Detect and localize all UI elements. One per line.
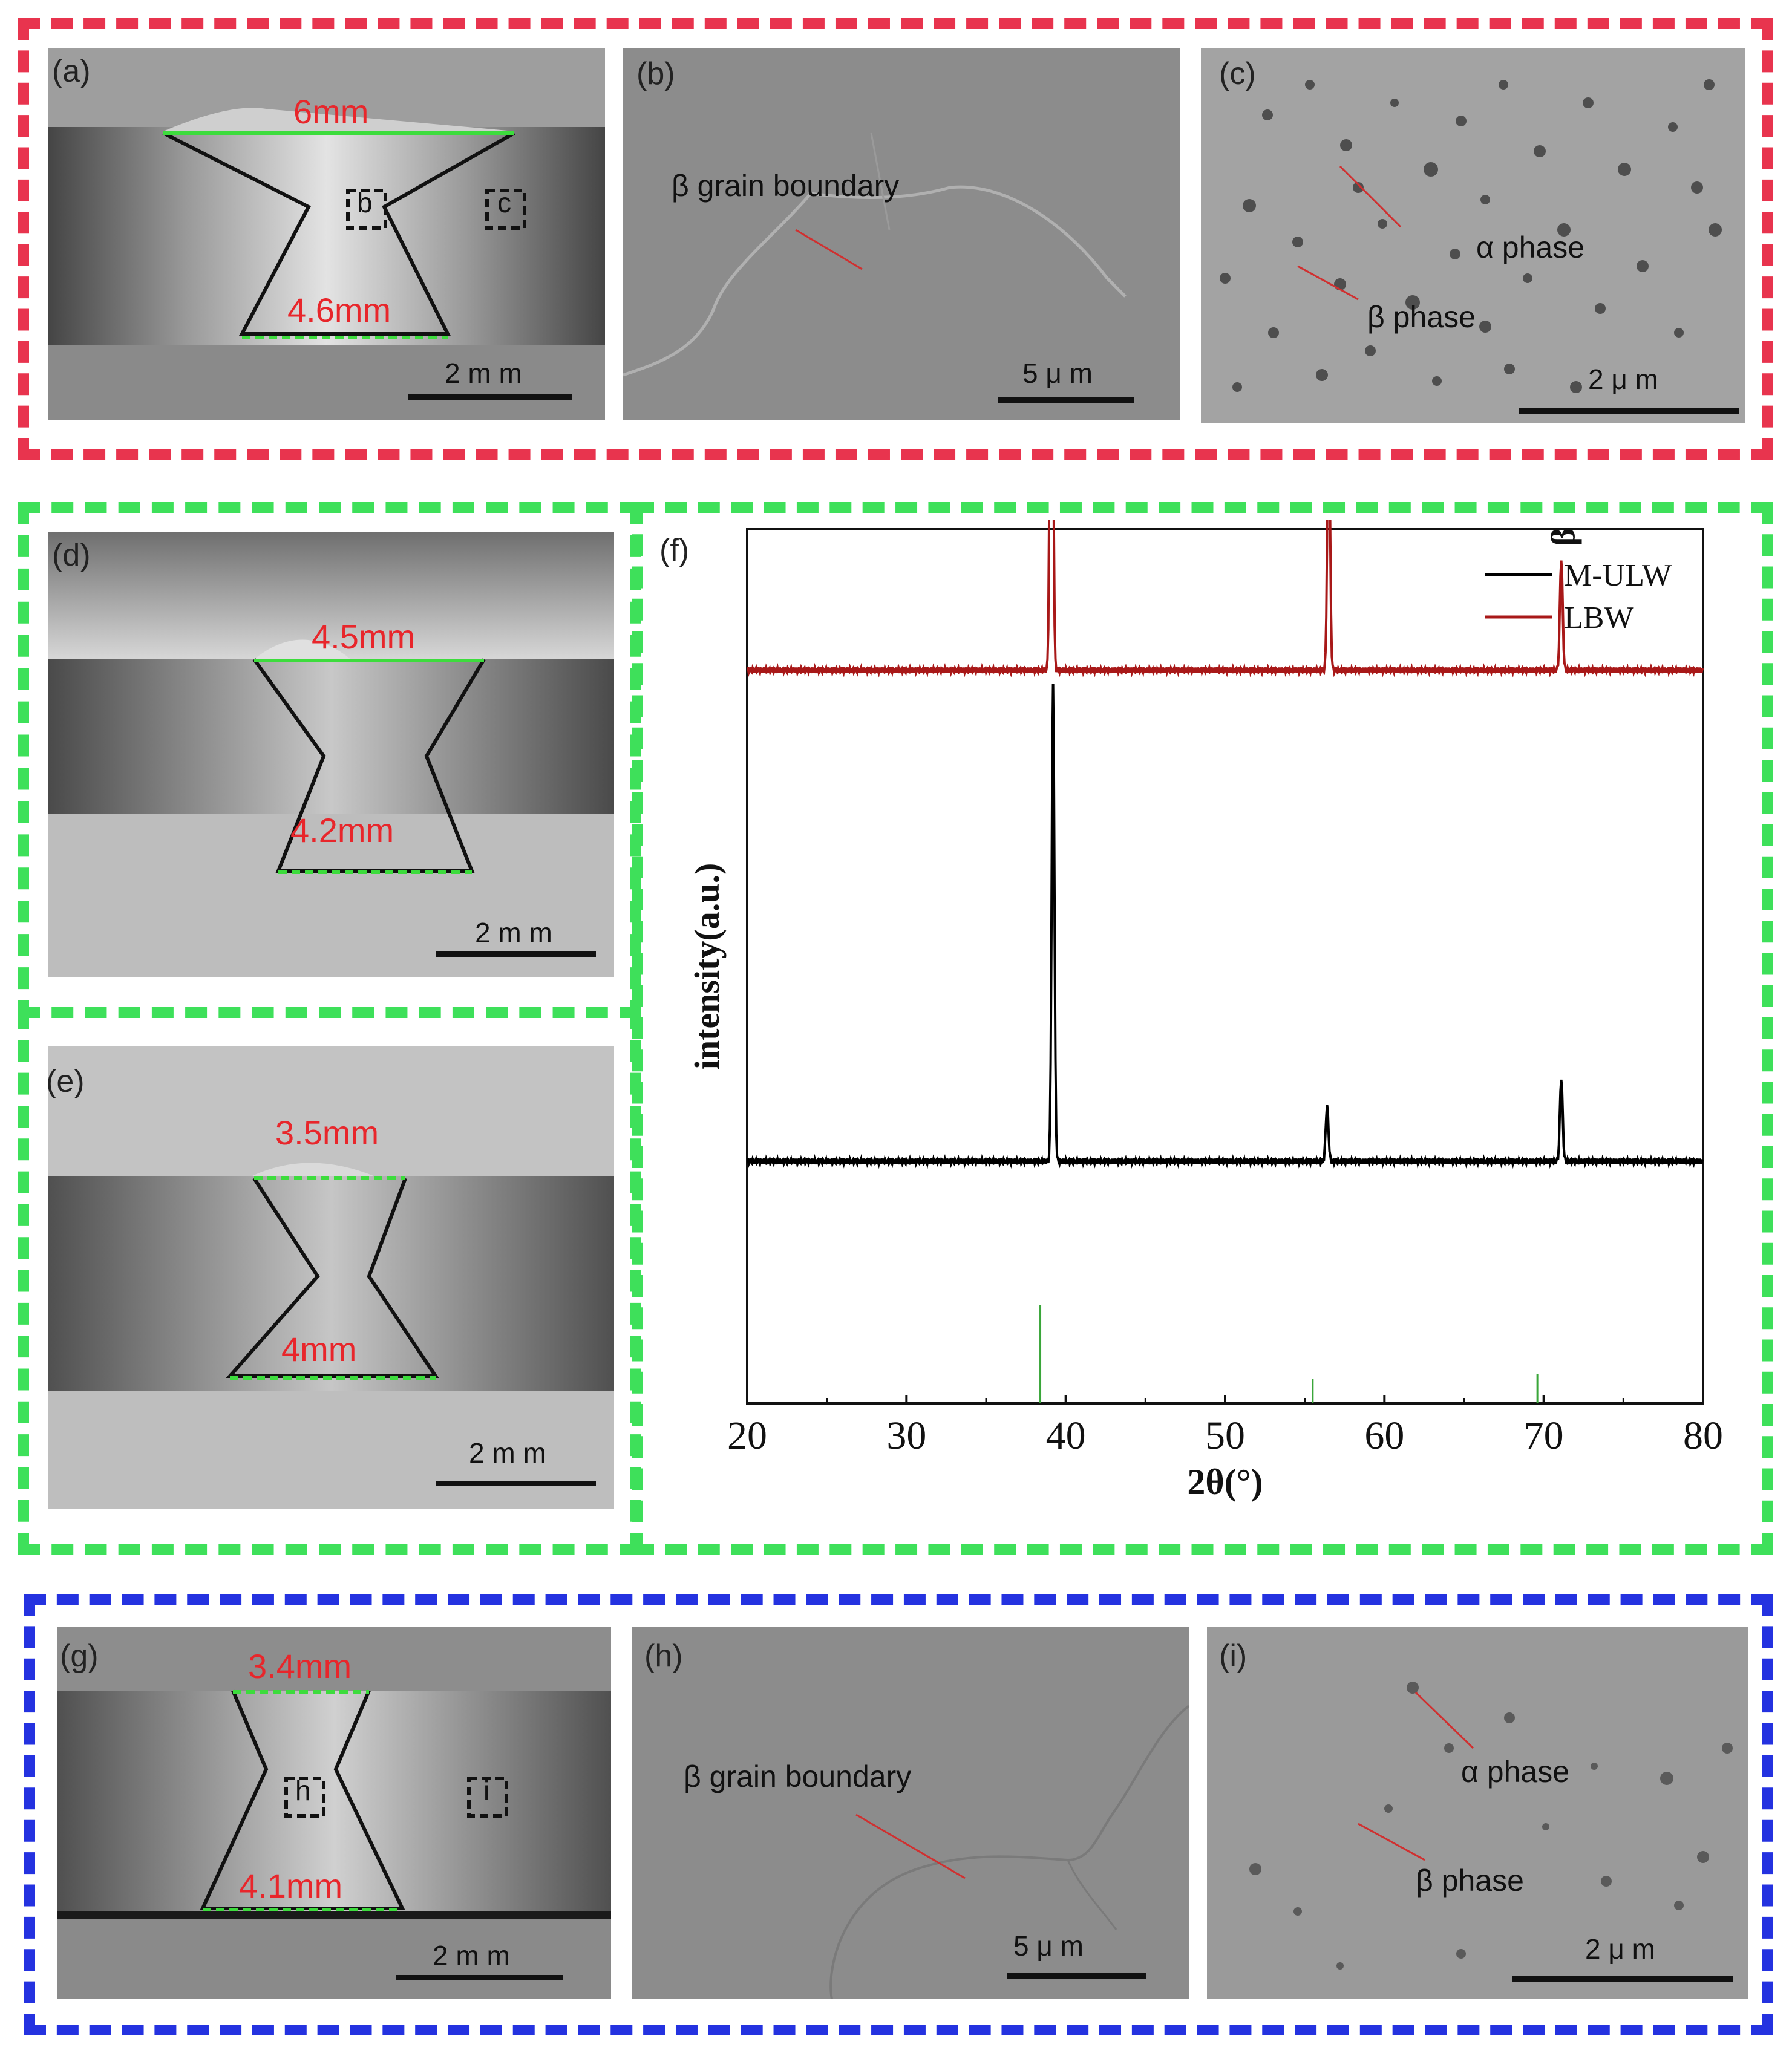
box-label-h: h: [295, 1775, 311, 1806]
weld-cross-section-a: [48, 48, 605, 420]
bottom-width-e: 4mm: [281, 1330, 357, 1368]
box-label-b: b: [357, 187, 373, 218]
panel-label-i: (i): [1219, 1639, 1248, 1674]
phase-micrograph-c: [1220, 79, 1722, 393]
scale-bar-b: [998, 397, 1134, 403]
scale-bar-h: [1007, 1973, 1146, 1979]
panel-label-b: (b): [636, 56, 675, 91]
grain-boundary-label-h: β grain boundary: [684, 1760, 912, 1793]
alpha-phase-label-i: α phase: [1461, 1755, 1570, 1789]
scale-label-e: 2 m m: [469, 1437, 546, 1469]
series-line-LBW: [747, 520, 1704, 678]
x-tick-label-60: 60: [1364, 1414, 1404, 1458]
grain-boundary-label-b: β grain boundary: [672, 169, 900, 203]
scale-bar-i: [1512, 1976, 1733, 1982]
top-width-e: 3.5mm: [275, 1114, 379, 1152]
scale-bar-d: [436, 951, 596, 957]
panel-label-c: (c): [1219, 56, 1256, 91]
scale-label-g: 2 m m: [433, 1940, 510, 1971]
series-line-M-ULW: [747, 684, 1704, 1169]
x-axis-label: 2θ(°): [1187, 1462, 1263, 1502]
grain-micrograph-b: [623, 132, 1127, 377]
scale-label-d: 2 m m: [475, 917, 552, 948]
weld-cross-section-d: [48, 532, 614, 977]
panel-h: (h) β grain boundary 5 μ m: [632, 1627, 1189, 1999]
legend-label-M-ULW: M-ULW: [1564, 558, 1672, 593]
scale-bar-g: [396, 1975, 563, 1980]
x-tick-label-20: 20: [727, 1414, 767, 1458]
red-frame: [18, 18, 1773, 460]
top-width-d: 4.5mm: [312, 618, 416, 656]
xrd-chart: 20 30 40 50 60 70 80 2θ(°) intensity(a.u.) β（110）…: [687, 520, 1723, 1502]
panel-label-d: (d): [52, 538, 91, 573]
panel-a: (a) 6mm 4.6mm b c 2 m m: [48, 48, 605, 420]
grain-micrograph-h: [829, 1705, 1189, 1999]
panel-b: (b) β grain boundary 5 μ m: [623, 48, 1180, 420]
panel-i: (i) α phase β phase 2 μ m: [1207, 1627, 1748, 1999]
x-tick-label-30: 30: [886, 1414, 926, 1458]
phase-micrograph-i: [1249, 1682, 1733, 1970]
scale-label-a: 2 m m: [445, 357, 522, 389]
scale-bar-a: [408, 394, 572, 400]
bottom-width-d: 4.2mm: [290, 811, 394, 849]
panel-label-e: (e): [48, 1064, 85, 1099]
x-tick-label-50: 50: [1205, 1414, 1245, 1458]
scale-label-i: 2 μ m: [1585, 1933, 1655, 1965]
top-width-g: 3.4mm: [248, 1647, 352, 1685]
panel-label-h: (h): [644, 1639, 683, 1674]
panel-label-g: (g): [60, 1639, 99, 1674]
scale-label-h: 5 μ m: [1013, 1930, 1084, 1962]
panel-label-a: (a): [52, 54, 91, 89]
panel-d: (d) 4.5mm 4.2mm 2 m m: [48, 532, 614, 977]
panel-c: (c) α phase β phase 2 μ m: [1201, 48, 1745, 423]
scale-label-c: 2 μ m: [1588, 364, 1658, 395]
top-width-a: 6mm: [293, 93, 369, 131]
weld-cross-section-e: [48, 1046, 614, 1509]
green-frame-right: [632, 502, 1773, 1555]
alpha-phase-label-c: α phase: [1476, 230, 1585, 264]
beta-phase-label-c: β phase: [1367, 300, 1476, 334]
bottom-width-g: 4.1mm: [239, 1867, 343, 1905]
box-label-i: i: [483, 1775, 490, 1806]
blue-frame: [24, 1594, 1773, 2035]
box-label-c: c: [497, 187, 511, 218]
scale-bar-e: [436, 1481, 596, 1486]
weld-cross-section-g: [57, 1627, 611, 1999]
y-axis-label: intensity(a.u.): [687, 863, 727, 1070]
scale-bar-c: [1519, 408, 1739, 414]
bottom-width-a: 4.6mm: [287, 291, 391, 329]
x-tick-label-70: 70: [1524, 1414, 1564, 1458]
legend-label-LBW: LBW: [1564, 601, 1634, 635]
panel-e: (e) 3.5mm 4mm 2 m m: [48, 1046, 614, 1509]
scale-label-b: 5 μ m: [1022, 357, 1093, 389]
panel-g: (g) 3.4mm 4.1mm h i 2 m m: [57, 1627, 611, 1999]
peak-label-2: β（110）: [1545, 520, 1583, 546]
panel-label-f: (f): [659, 533, 690, 568]
beta-phase-label-i: β phase: [1416, 1864, 1524, 1898]
x-tick-label-40: 40: [1046, 1414, 1086, 1458]
plot-frame: [746, 528, 1704, 1405]
x-tick-label-80: 80: [1683, 1414, 1723, 1458]
